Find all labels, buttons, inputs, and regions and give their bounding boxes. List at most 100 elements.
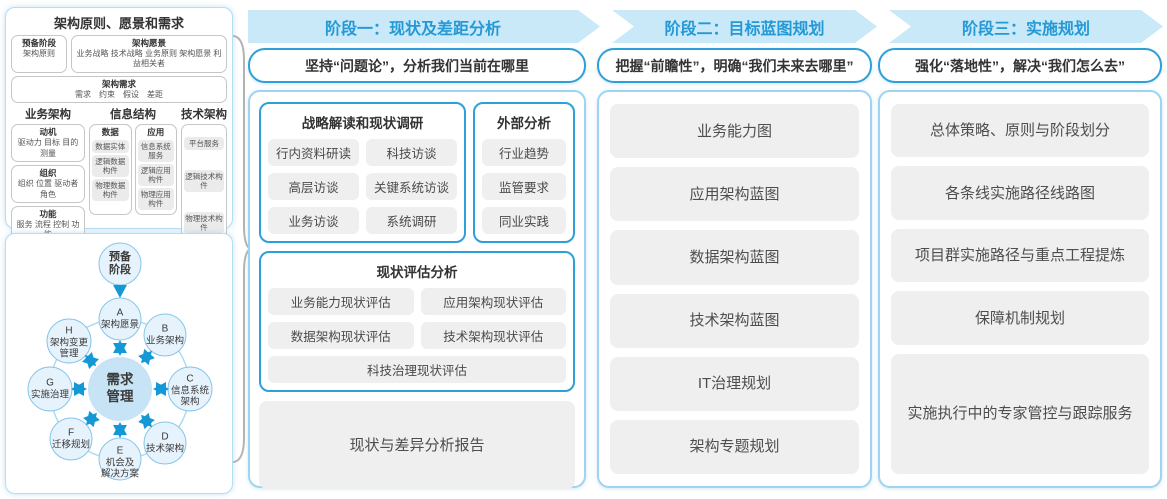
- adm-node-label: 实施治理: [30, 389, 69, 401]
- chip: 物理技术构件: [184, 211, 224, 234]
- adm-node-circle-h: [46, 318, 92, 364]
- chip: 科技访谈: [366, 139, 457, 166]
- technology-box: 平台服务 逻辑技术构件 物理技术构件: [181, 124, 227, 247]
- group-chips: 业务能力现状评估 应用架构现状评估 数据架构现状评估 技术架构现状评估 科技治理…: [268, 288, 566, 383]
- phase3-item: 保障机制规划: [891, 291, 1149, 345]
- chip: 应用架构现状评估: [420, 288, 566, 315]
- phase3-item: 实施执行中的专家管控与跟踪服务: [891, 353, 1149, 474]
- adm-node-letter: A: [116, 307, 124, 319]
- phase2-item: IT治理规划: [610, 356, 859, 411]
- adm-cycle-panel: 预备 阶段 需求 管理 A 架构愿景 B 业务架构 C 信息系统 架构 D 技术…: [5, 233, 233, 494]
- phase1-header-band: 阶段一：现状及差距分析: [248, 10, 600, 43]
- adm-node-letter: E: [116, 445, 124, 457]
- adm-node-circle-e: [98, 437, 142, 481]
- adm-node-f: F 迁移规划: [40, 427, 102, 450]
- adm-node-label: 机会及 解决方案: [100, 457, 139, 480]
- chip: 监管要求: [482, 173, 566, 200]
- phase1-header-text: 阶段一：现状及差距分析: [324, 20, 501, 38]
- vision-title: 架构愿景: [131, 38, 166, 48]
- info-subcolumns: 数据 数据实体 逻辑数据构件 物理数据构件 应用 信息系统服务 逻辑应用构件 物…: [89, 124, 177, 216]
- phase2-item: 数据架构蓝图: [610, 230, 859, 285]
- information-structure-column: 信息结构 数据 数据实体 逻辑数据构件 物理数据构件 应用 信息系统服务 逻辑应…: [89, 106, 177, 246]
- requirements-title: 架构需求: [101, 78, 136, 89]
- prep-sub: 架构原则: [23, 49, 55, 59]
- phase2-item: 应用架构蓝图: [610, 167, 859, 222]
- chip: 同业实践: [482, 207, 566, 234]
- center-f-arrow: [83, 410, 100, 428]
- gap-analysis-report-box: 现状与差异分析报告: [259, 401, 575, 489]
- motivation-box: 动机 驱动力 目标 目的 测量: [11, 124, 85, 163]
- adm-center-circle: [88, 357, 152, 421]
- chip: 技术架构现状评估: [420, 322, 566, 349]
- group-chips: 行内资料研读 科技访谈 高层访谈 关键系统访谈 业务访谈 系统调研: [268, 139, 457, 234]
- chip: 关键系统访谈: [366, 173, 457, 200]
- adm-node-c: C 信息系统 架构: [159, 374, 221, 409]
- adm-node-a: A 架构愿景: [89, 307, 151, 330]
- data-title: 数据: [101, 127, 119, 138]
- adm-node-letter: C: [186, 373, 194, 385]
- prep-phase-box: 预备阶段 架构原则: [11, 35, 67, 73]
- phase3-header-text: 阶段三：实施规划: [961, 20, 1090, 38]
- prep-vision-row: 预备阶段 架构原则 架构愿景 业务战略 技术战略 业务原则 架构愿景 利益相关者: [11, 35, 227, 73]
- phase3-container: 总体策略、原则与阶段划分 各条线实施路径线路图 项目群实施路径与重点工程提炼 保…: [878, 90, 1162, 488]
- adm-node-b: B 业务架构: [134, 323, 196, 346]
- chip: 业务访谈: [268, 207, 359, 234]
- adm-node-circle-b: [143, 313, 187, 357]
- chip: 信息系统服务: [137, 140, 174, 163]
- adm-node-letter: G: [46, 377, 54, 389]
- current-state-assessment-group: 现状评估分析 业务能力现状评估 应用架构现状评估 数据架构现状评估 技术架构现状…: [259, 251, 575, 392]
- data-box: 数据 数据实体 逻辑数据构件 物理数据构件: [89, 124, 132, 216]
- phase1-top-row: 战略解读和现状调研 行内资料研读 科技访谈 高层访谈 关键系统访谈 业务访谈 系…: [259, 102, 575, 243]
- adm-center-label: 需求 管理: [106, 372, 134, 404]
- chip: 行业趋势: [482, 139, 566, 166]
- chip: 行内资料研读: [268, 139, 359, 166]
- adm-node-g: G 实施治理: [19, 377, 81, 400]
- phase3-item: 项目群实施路径与重点工程提炼: [891, 228, 1149, 283]
- function-title: 功能: [39, 208, 57, 219]
- chip: 数据实体: [92, 140, 129, 154]
- group-title: 外部分析: [497, 116, 551, 131]
- phase3-header-band: 阶段三：实施规划: [889, 10, 1163, 43]
- phase2-subtitle: 把握“前瞻性”，明确“我们未来去哪里”: [597, 48, 872, 83]
- adm-cycle-graphic: [27, 242, 213, 481]
- motivation-title: 动机: [39, 127, 57, 138]
- phase2-header-text: 阶段二：目标蓝图规划: [664, 20, 825, 38]
- adm-node-h: H 架构变更 管理: [38, 326, 100, 361]
- chip: 科技治理现状评估: [268, 356, 566, 383]
- phase3-item: 总体策略、原则与阶段划分: [891, 104, 1149, 158]
- external-analysis-group: 外部分析 行业趋势 监管要求 同业实践: [473, 102, 575, 243]
- vision-sub: 业务战略 技术战略 业务原则 架构愿景 利益相关者: [76, 49, 222, 69]
- organization-title: 组织: [39, 168, 57, 179]
- adm-node-letter: H: [65, 325, 73, 337]
- architecture-content-panel: 架构原则、愿景和需求 预备阶段 架构原则 架构愿景 业务战略 技术战略 业务原则…: [5, 7, 233, 289]
- chip: 平台服务: [184, 137, 224, 151]
- phase2-container: 业务能力图 应用架构蓝图 数据架构蓝图 技术架构蓝图 IT治理规划 架构专题规划: [597, 90, 872, 488]
- application-box: 应用 信息系统服务 逻辑应用构件 物理应用构件: [134, 124, 177, 216]
- requirements-box: 架构需求 需求 约束 假设 差距: [11, 75, 227, 104]
- phase2-item: 架构专题规划: [610, 419, 859, 475]
- adm-node-label: 架构变更 管理: [49, 337, 88, 360]
- phase3-subtitle: 强化“落地性”，解决“我们怎么去”: [878, 48, 1162, 83]
- group-title: 现状评估分析: [376, 265, 458, 280]
- adm-node-label: 信息系统 架构: [170, 385, 209, 408]
- adm-node-d: D 技术架构: [134, 431, 196, 454]
- panel-title: 架构原则、愿景和需求: [53, 16, 184, 31]
- adm-node-label: 业务架构: [145, 335, 184, 347]
- technology-architecture-column: 技术架构 平台服务 逻辑技术构件 物理技术构件: [181, 106, 227, 247]
- group-title: 战略解读和现状调研: [301, 116, 424, 131]
- phase1-subtitle: 坚持“问题论”，分析我们当前在哪里: [248, 48, 586, 83]
- organization-box: 组织 组织 位置 驱动者 角色: [11, 165, 85, 203]
- application-title: 应用: [147, 127, 165, 138]
- info-structure-header: 信息结构: [110, 109, 156, 122]
- architecture-columns: 业务架构 动机 驱动力 目标 目的 测量 组织 组织 位置 驱动者 角色 功能 …: [11, 106, 227, 247]
- chip: 逻辑数据构件: [92, 155, 129, 178]
- center-h-arrow: [81, 351, 100, 370]
- phase3-item: 各条线实施路径线路图: [891, 166, 1149, 220]
- chip: 逻辑技术构件: [184, 170, 224, 192]
- adm-node-letter: D: [161, 431, 169, 443]
- chip: 高层访谈: [268, 173, 359, 200]
- center-b-arrow: [138, 348, 155, 366]
- adm-node-label: 架构愿景: [100, 319, 139, 331]
- prep-title: 预备阶段: [21, 38, 56, 48]
